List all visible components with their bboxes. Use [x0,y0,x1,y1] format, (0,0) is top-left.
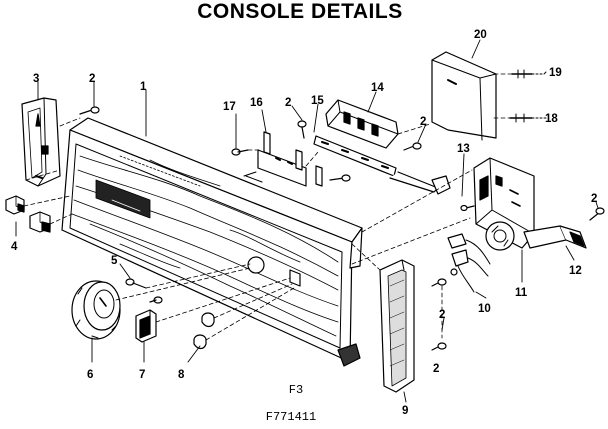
bracket-part-16 [243,131,351,187]
clips-part-4 [5,195,51,233]
pin-part-19 [511,69,545,79]
end-cap-part-3 [21,97,61,187]
screw-part-2-d [589,207,605,221]
callout-17: 17 [223,101,236,113]
rocker-switch-part-7 [135,296,163,343]
callout-14: 14 [371,82,384,94]
drawing-number: F771411 [265,410,317,424]
callout-13: 13 [457,143,470,155]
bracket-part-12 [523,225,587,249]
callout-3: 3 [33,73,39,85]
console-panel-part-1 [61,117,363,367]
callout-8: 8 [178,369,185,381]
switch-strip-part-15 [313,135,451,195]
callout-2-f: 2 [433,363,439,375]
callout-2-d: 2 [591,193,597,205]
screw-part-2-e [431,278,447,287]
callout-12: 12 [569,265,582,277]
diagram-title: CONSOLE DETAILS [197,0,403,23]
screw-part-2-b [297,120,307,139]
callout-numbers: 1 2 2 2 2 2 2 3 4 5 6 7 8 9 10 11 12 13 … [11,29,597,417]
screw-part-2-c [403,142,422,151]
callout-2-a: 2 [89,73,95,85]
callout-7: 7 [139,369,145,381]
pin-part-18 [509,113,545,123]
callout-2-b: 2 [285,97,291,109]
callout-5: 5 [111,255,118,267]
buttons-part-8 [193,312,215,350]
assembly-lines [23,73,513,341]
callout-2-c: 2 [420,116,426,128]
callout-6: 6 [87,369,93,381]
screw-part-2-f [431,342,447,351]
callout-4: 4 [11,241,18,253]
screw-part-5 [125,278,147,289]
callout-1: 1 [140,81,147,93]
screw-part-17 [231,148,249,156]
end-cap-part-9 [379,259,415,393]
callout-19: 19 [549,67,562,79]
leader-lines [15,39,599,403]
cover-part-20 [431,51,497,141]
button-block-part-14 [325,99,399,149]
callout-15: 15 [311,95,324,107]
switch-part-10 [447,233,491,293]
callout-10: 10 [478,303,491,315]
timer-part-11 [460,157,535,251]
callout-16: 16 [250,97,263,109]
callout-20: 20 [474,29,487,41]
screw-part-2-a [79,106,100,115]
callout-11: 11 [515,287,528,299]
callout-2-e: 2 [439,309,445,321]
callout-18: 18 [545,113,558,125]
callout-9: 9 [402,405,408,417]
figure-label: F3 [288,383,304,397]
knob-part-6 [71,280,121,340]
